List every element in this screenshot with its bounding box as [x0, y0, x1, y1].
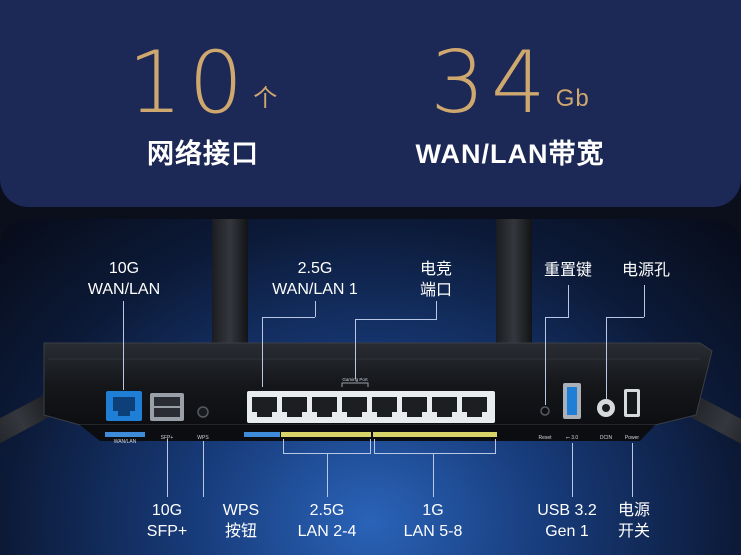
callout-line-reset [545, 317, 546, 405]
callout-line-1: 2.5G [309, 502, 345, 519]
callout-line-1: 电竞 [419, 261, 452, 278]
usb-port [563, 383, 581, 419]
reset-hole [540, 406, 550, 416]
callout-line-reset-h [545, 317, 569, 318]
callout-line-1: WPS [222, 502, 260, 519]
callout-line-2: LAN 2-4 [297, 523, 357, 540]
gaming-port-bracket [341, 382, 369, 387]
stat-unit: Gb [555, 85, 590, 112]
callout-line-2: WAN/LAN 1 [272, 281, 358, 298]
callout-line-reset-top [568, 285, 569, 317]
callout-line-lan1g [433, 453, 434, 497]
callout-sfp: 10G SFP+ [132, 500, 202, 542]
callout-line-wan25g-h [262, 317, 315, 318]
panel-label-wanlan: WAN/LAN [114, 439, 137, 445]
callout-bracket-lan1g-h [374, 453, 496, 454]
callout-line-2: 按钮 [224, 523, 257, 540]
stat-number: 34 [430, 33, 552, 133]
callout-line-gaming-top [436, 301, 437, 319]
callout-line-wps [203, 441, 204, 497]
callout-usb: USB 3.2 Gen 1 [522, 500, 612, 542]
callout-line-gaming [355, 319, 356, 379]
callout-line-gaming-h [355, 319, 437, 320]
wps-button [197, 406, 209, 418]
callout-line-dcin-top [644, 285, 645, 317]
callout-lan25: 2.5G LAN 2-4 [282, 500, 372, 542]
stat-label: WAN/LAN带宽 [415, 139, 605, 169]
callout-bracket-lan1g-r [495, 439, 496, 453]
callout-gaming-port: 电竞 端口 [408, 259, 464, 301]
lan-port-block [247, 391, 495, 423]
callout-wan25g: 2.5G WAN/LAN 1 [255, 258, 375, 300]
callout-line-1: USB 3.2 [537, 502, 597, 519]
dc-in-jack [597, 399, 615, 417]
callout-line-1: 1G [422, 502, 444, 519]
callout-line-sfp [167, 439, 168, 497]
stat-number: 10 [127, 33, 250, 133]
right-side-antenna [673, 389, 741, 458]
router-rear-panel: WAN/LAN SFP+ WPS Gaming Port Reset ⭠ 3.0… [0, 219, 741, 555]
callout-lan1g: 1G LAN 5-8 [388, 500, 478, 542]
callout-line-2: WAN/LAN [87, 281, 161, 298]
panel-label-reset: Reset [538, 435, 552, 441]
panel-label-dcin: DCIN [600, 435, 613, 441]
callout-line-1: 10G [151, 502, 183, 519]
callout-line-1: 2.5G [297, 260, 333, 277]
callout-power-jack: 电源孔 [621, 262, 670, 279]
callout-line-lan25 [327, 453, 328, 497]
panel-label-gaming-port: Gaming Port [342, 377, 368, 382]
panel-label-wps: WPS [197, 435, 209, 441]
callout-reset: 重置键 [543, 262, 592, 279]
callout-line-dcin [606, 317, 607, 399]
callout-line-1: 电源 [617, 502, 650, 519]
antenna-right [496, 219, 532, 351]
panel-label-power: Power [625, 435, 640, 441]
callout-wps: WPS 按钮 [211, 500, 271, 542]
callout-line-usb [572, 443, 573, 497]
callout-line-dcin-h [606, 317, 644, 318]
callout-line-wan25g-top [315, 301, 316, 317]
callout-line-2: 开关 [617, 523, 650, 540]
callout-power-switch: 电源 开关 [606, 500, 662, 542]
stat-unit: 个 [253, 85, 279, 112]
callout-bracket-lan25-r [370, 439, 371, 453]
callout-line-2: LAN 5-8 [403, 523, 463, 540]
callout-line-wan10g [123, 301, 124, 390]
callout-wan10g: 10G WAN/LAN [74, 258, 174, 300]
panel-label-usb: ⭠ 3.0 [566, 435, 579, 441]
callout-line-2: 端口 [419, 282, 452, 299]
callout-bracket-lan1g-l [374, 439, 375, 453]
stat-label: 网络接口 [147, 139, 259, 169]
port-sfp-plus [150, 393, 184, 421]
callout-line-2: SFP+ [146, 523, 188, 540]
callout-line-2: Gen 1 [545, 523, 589, 540]
callout-line-1: 10G [108, 260, 140, 277]
callout-bracket-lan25-l [283, 439, 284, 453]
panel-label-sfp: SFP+ [161, 435, 174, 441]
callout-line-wan25g [262, 317, 263, 387]
antenna-left [212, 219, 248, 351]
callout-line-power-switch [632, 443, 633, 497]
port-10g-wan [106, 391, 142, 421]
power-switch [624, 389, 640, 417]
